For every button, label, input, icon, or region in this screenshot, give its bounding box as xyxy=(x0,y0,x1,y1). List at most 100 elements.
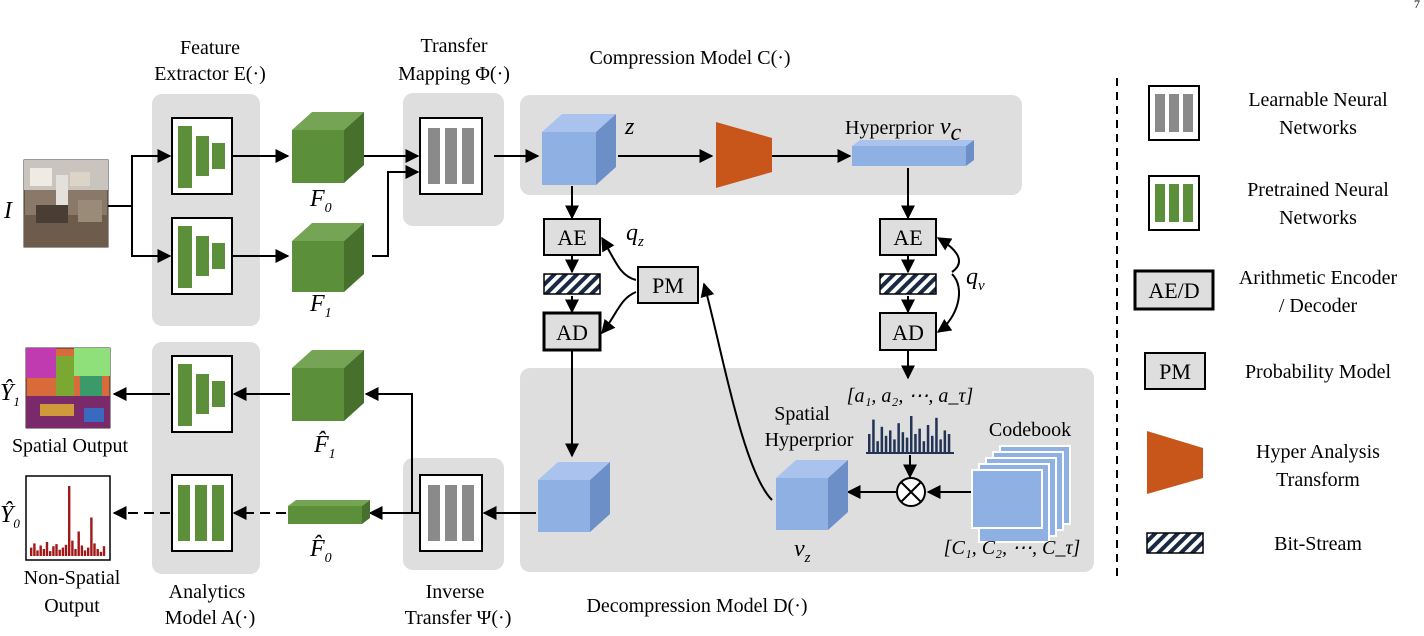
legend-ae-d-icon: AE/D xyxy=(1133,269,1215,311)
legend-ha-line1: Hyper Analysis xyxy=(1256,441,1380,463)
histogram-bar xyxy=(96,549,99,556)
histogram-bar xyxy=(872,419,875,452)
qv-bracket-top xyxy=(936,237,960,273)
a-histogram xyxy=(868,416,951,452)
decoded-cube xyxy=(538,462,610,532)
histogram-bar xyxy=(918,428,921,452)
spatial-output-image xyxy=(25,347,111,429)
a-sequence: [a₁, a₂, ⋯, a_τ] xyxy=(847,385,974,407)
spatial-output-label: Spatial Output xyxy=(12,435,129,457)
histogram-bar xyxy=(83,550,87,556)
f0-hat-slab xyxy=(288,500,370,524)
f1-cube xyxy=(292,223,364,292)
histogram-bar xyxy=(45,542,49,556)
decompression-model-title: Decompression Model D(·) xyxy=(586,595,807,617)
hyperprior-slab xyxy=(852,140,974,166)
histogram-bar xyxy=(80,545,84,556)
histogram-bar xyxy=(939,439,942,452)
histogram-bar xyxy=(926,425,930,452)
histogram-bar xyxy=(30,547,33,556)
compression-model-title: Compression Model C(·) xyxy=(589,47,790,69)
legend-learnable-line1: Learnable Neural xyxy=(1248,89,1388,111)
histogram-bar xyxy=(99,551,103,556)
feature-extractor-nn-1 xyxy=(171,117,233,195)
feature-extractor-title-2: Extractor E(·) xyxy=(154,63,266,85)
histogram-bar xyxy=(901,432,905,452)
z-cube xyxy=(542,114,616,185)
transfer-mapping-nn xyxy=(419,117,483,195)
feature-extractor-title-1: Feature xyxy=(180,37,240,59)
hyper-analysis-transform xyxy=(716,122,772,188)
transfer-mapping-title-2: Mapping Φ(·) xyxy=(398,63,510,85)
qv-bracket-bottom xyxy=(936,273,961,333)
histogram-bar xyxy=(61,547,65,556)
histogram-bar xyxy=(87,547,90,556)
analytics-model-title-2: Model A(·) xyxy=(165,607,256,629)
f1-hat-cube xyxy=(292,350,364,421)
svg-text:AE: AE xyxy=(557,225,586,250)
histogram-bar xyxy=(64,544,68,556)
histogram-bar xyxy=(102,546,106,556)
histogram-bar xyxy=(876,441,879,452)
ad-right: AD xyxy=(879,312,937,351)
probability-model: PM xyxy=(637,266,699,304)
multiply-node xyxy=(896,477,926,507)
spatial-hyperprior-title-2: Hyperprior xyxy=(765,429,854,451)
histogram-bar xyxy=(922,441,926,452)
histogram-bar xyxy=(33,543,36,556)
bitstream-right xyxy=(879,273,937,295)
input-label: I xyxy=(3,198,13,224)
vz-cube xyxy=(776,460,848,530)
c-sequence: [C₁, C₂, ⋯, C_τ] xyxy=(944,537,1081,559)
analytics-nn-1 xyxy=(171,355,233,433)
histogram-bar xyxy=(55,544,58,556)
y0-hat-label: Ŷ0 xyxy=(0,502,20,531)
corner-mark: 7 xyxy=(1414,0,1420,11)
legend-pretrained-nn-icon xyxy=(1148,175,1200,231)
legend-pm-line1: Probability Model xyxy=(1245,361,1392,383)
histogram-bar xyxy=(868,434,871,452)
histogram-bar xyxy=(897,423,900,452)
analytics-nn-2 xyxy=(171,474,233,552)
codebook-stack xyxy=(971,445,1071,543)
legend-hyper-analysis-icon xyxy=(1147,431,1203,494)
f0-cube xyxy=(292,112,364,183)
codebook-label: Codebook xyxy=(989,419,1071,441)
qv-label: qv xyxy=(966,264,985,294)
inverse-transfer-title-1: Inverse xyxy=(426,581,485,603)
ad-left: AD xyxy=(542,311,602,352)
histogram-bar xyxy=(90,517,93,556)
vz-to-pm-arrow xyxy=(700,282,773,501)
y1-hat-label: Ŷ1 xyxy=(0,380,20,409)
y0-histogram xyxy=(30,486,106,556)
histogram-bar xyxy=(910,416,913,452)
svg-text:AE: AE xyxy=(893,225,922,250)
f1-label: F1 xyxy=(309,291,332,321)
ae-right: AE xyxy=(879,218,937,256)
histogram-bar xyxy=(74,549,77,556)
svg-text:PM: PM xyxy=(1159,359,1191,384)
histogram-bar xyxy=(71,540,74,556)
feature-extractor-nn-2 xyxy=(171,217,233,295)
f0-hat-label: F̂0 xyxy=(309,535,332,566)
histogram-bar xyxy=(42,549,46,556)
svg-text:PM: PM xyxy=(652,273,684,298)
f0-label: F0 xyxy=(309,186,332,216)
legend-ha-line2: Transform xyxy=(1276,469,1360,491)
legend-bitstream-line1: Bit-Stream xyxy=(1274,533,1362,555)
input-image xyxy=(23,159,109,248)
inverse-to-f1hat-arrow xyxy=(364,387,413,513)
spatial-hyperprior-title-1: Spatial xyxy=(774,403,830,425)
histogram-bar xyxy=(77,531,80,556)
nonspatial-output-label-2: Output xyxy=(44,595,100,617)
histogram-bar xyxy=(39,545,42,556)
histogram-bar xyxy=(884,435,888,452)
histogram-bar xyxy=(36,550,39,556)
histogram-bar xyxy=(880,426,884,452)
inverse-transfer-title-2: Transfer Ψ(·) xyxy=(405,607,512,629)
ae-left: AE xyxy=(543,218,601,256)
legend-pretrained-line2: Networks xyxy=(1279,207,1357,229)
legend-ae-d-line2: / Decoder xyxy=(1279,295,1358,317)
histogram-bar xyxy=(905,437,909,452)
